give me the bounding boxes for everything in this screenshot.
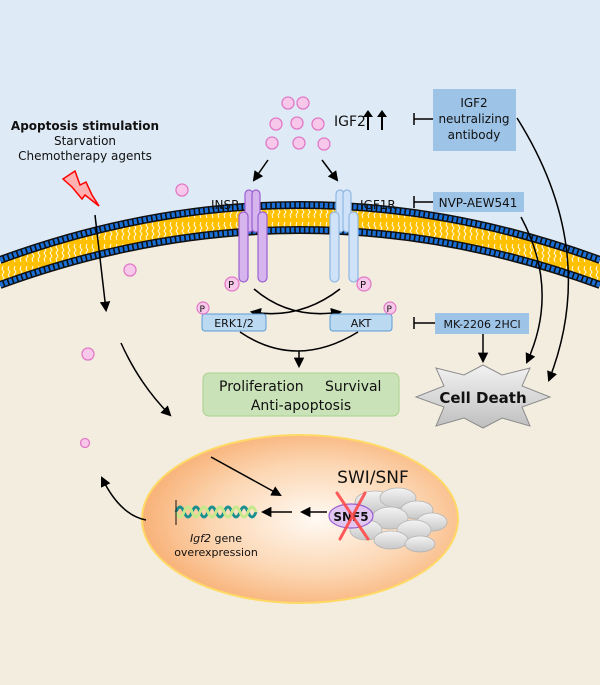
erk-phospho-label: P: [200, 305, 206, 315]
ligand: [281, 96, 295, 110]
ligand: [79, 437, 91, 449]
igf2-up-arrows: [363, 110, 387, 130]
igf1r-phospho-label: P: [360, 280, 366, 291]
antibody-label-line2: neutralizing: [438, 112, 509, 126]
arrow-antibody-to-cell-death: [516, 117, 570, 382]
deletion-cross-icon: [335, 491, 370, 541]
dna-helix-icon: [174, 500, 258, 525]
insr-label: INSR: [211, 198, 239, 212]
erk-box: [201, 313, 267, 332]
akt-phospho-badge: [383, 301, 397, 315]
stimulus-line-chemo: Chemotherapy agents: [18, 149, 152, 163]
insr-phospho-badge: [224, 276, 240, 292]
arrow-receptors-to-erk: [249, 288, 341, 319]
insr-receptor: [238, 189, 268, 283]
gene-word: gene: [211, 532, 242, 545]
igf2-ligands: [79, 96, 331, 449]
ligand: [317, 137, 331, 151]
outcome-survival: Survival: [325, 379, 381, 395]
arrow-stimulus-down: [94, 214, 111, 313]
arrow-ligand-to-insr: [252, 159, 269, 182]
ligand: [175, 183, 189, 197]
lightning-icon: [61, 169, 100, 207]
akt-label: AKT: [351, 317, 372, 330]
igf2-antibody-box: [433, 89, 516, 151]
arrow-receptors-to-akt: [253, 288, 343, 319]
mk2206-label: MK-2206 2HCl: [443, 318, 520, 331]
stimulus-title: Apoptosis stimulation: [11, 119, 159, 133]
ligand: [81, 347, 95, 361]
arrow-nvp-to-cell-death: [520, 216, 543, 364]
erk-phospho-badge: [196, 301, 210, 315]
arrow-to-nucleus: [120, 342, 172, 417]
nvp-box: [433, 192, 524, 212]
gene-name-italic: Igf2: [190, 532, 211, 545]
swi-snf-complex: [349, 487, 448, 553]
membrane-outer-head-dots: [0, 202, 600, 263]
outcome-anti-apoptosis: Anti-apoptosis: [251, 398, 351, 414]
akt-box: [329, 313, 393, 332]
igf1r-label: IGF1R: [360, 198, 396, 212]
swi-snf-label: SWI/SNF: [337, 468, 409, 488]
gene-label-line1: Igf2 gene: [190, 532, 242, 545]
ligand: [296, 96, 310, 110]
nucleus: [141, 434, 459, 604]
ligand: [265, 136, 279, 150]
membrane-tails: [0, 209, 600, 282]
ligand: [123, 263, 137, 277]
antibody-label-line3: antibody: [448, 128, 501, 142]
igf1r-phospho-badge: [356, 276, 372, 292]
mk2206-inhibition-bar: [413, 317, 435, 329]
antibody-inhibition-bar: [413, 113, 433, 125]
arrow-ligand-to-igf1r: [321, 159, 339, 182]
gene-label-line2: overexpression: [174, 546, 258, 559]
ligand: [311, 117, 325, 131]
erk-label: ERK1/2: [214, 317, 254, 330]
nvp-label: NVP-AEW541: [439, 196, 518, 210]
akt-phospho-label: P: [387, 305, 393, 315]
arrow-into-nucleus: [210, 456, 282, 497]
ligand: [292, 136, 306, 150]
outcomes-box: [202, 372, 400, 417]
cell-death-label: Cell Death: [439, 389, 526, 407]
membrane-inner-head-dots: [0, 227, 600, 288]
mk2206-box: [435, 313, 529, 334]
stimulus-line-starvation: Starvation: [54, 134, 116, 148]
insr-phospho-label: P: [228, 280, 234, 291]
nvp-inhibition-bar: [413, 196, 433, 208]
kinase-convergence-curve: [239, 331, 359, 352]
arrow-out-of-nucleus: [100, 476, 147, 521]
igf2-label: IGF2: [334, 114, 366, 130]
cell-death-star: [414, 364, 552, 429]
ligand: [269, 117, 283, 131]
outcome-proliferation: Proliferation: [219, 379, 304, 395]
igf1r-receptor: [329, 189, 359, 283]
antibody-label-line1: IGF2: [460, 96, 487, 110]
ligand: [290, 116, 304, 130]
